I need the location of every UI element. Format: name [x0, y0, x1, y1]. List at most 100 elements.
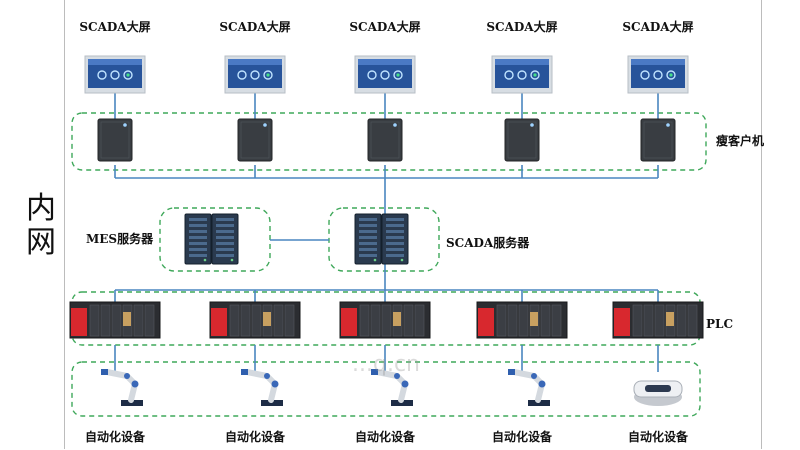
robot-arm-links: [244, 369, 278, 403]
device-label-5: 自动化设备: [627, 430, 688, 444]
thin-client-1: [97, 118, 133, 162]
robot-joint: [124, 373, 130, 379]
scada-screen-5: [627, 55, 689, 94]
screen-gauge-icon: [250, 70, 260, 80]
device-label-3: 自动化设备: [354, 430, 415, 444]
robot-joint: [538, 380, 546, 388]
drive-bay: [189, 236, 207, 239]
watermark: ...q.cn: [352, 352, 420, 377]
plc-io-module: [518, 304, 529, 337]
drive-bay: [216, 230, 234, 233]
plc-terminal: [123, 312, 131, 326]
scada-screen-3: [354, 55, 416, 94]
plc-io-module: [507, 304, 518, 337]
thin-client-grille: [507, 121, 537, 159]
screen-title-5: SCADA大屏: [622, 20, 694, 34]
power-led-icon: [263, 123, 267, 127]
plc-terminal: [530, 312, 538, 326]
thin-client-body: [640, 118, 676, 162]
plc-label: PLC: [706, 317, 734, 331]
screen-status-dot: [396, 73, 400, 77]
diagram-frame: [64, 0, 762, 449]
plc-power-module: [614, 308, 630, 336]
screen-gauge-icon: [666, 70, 676, 80]
drive-bay: [359, 242, 377, 245]
robot-arm-links: [511, 369, 545, 403]
drive-bay: [216, 248, 234, 251]
drive-bay: [359, 218, 377, 221]
plc-unit-2: [209, 301, 301, 339]
plc-io-module: [370, 304, 381, 337]
device-label-2: 自动化设备: [224, 430, 285, 444]
server-led-icon: [400, 258, 404, 262]
server-led-icon: [203, 258, 207, 262]
robot-joint: [264, 373, 270, 379]
power-led-icon: [123, 123, 127, 127]
device-label-1: 自动化设备: [84, 430, 145, 444]
plc-io-module: [403, 304, 414, 337]
robot-joint: [531, 373, 537, 379]
thin-client-body: [367, 118, 403, 162]
thin-client-body: [504, 118, 540, 162]
plc-io-module: [643, 304, 654, 337]
plc-unit-3: [339, 301, 431, 339]
drive-bay: [359, 254, 377, 257]
screen-status-dot: [126, 73, 130, 77]
thin-client-5: [640, 118, 676, 162]
power-led-icon: [666, 123, 670, 127]
thin-client-group-frame: [71, 112, 707, 171]
screen-header-bar: [228, 59, 282, 65]
plc-io-module: [687, 304, 698, 337]
robot-base: [121, 400, 143, 406]
thin-client-label: 瘦客户机: [716, 134, 765, 148]
screen-gauge-icon: [97, 70, 107, 80]
drive-bay: [216, 224, 234, 227]
mes-server-label: MES服务器: [86, 232, 154, 246]
drive-bay: [189, 218, 207, 221]
power-led-icon: [393, 123, 397, 127]
robot-gripper: [101, 369, 108, 375]
screen-header-bar: [495, 59, 549, 65]
plc-io-module: [273, 304, 284, 337]
drive-bay: [359, 230, 377, 233]
drive-bay: [189, 230, 207, 233]
screen-title-2: SCADA大屏: [219, 20, 291, 34]
plc-io-module: [496, 304, 507, 337]
plc-terminal: [666, 312, 674, 326]
plc-io-module: [632, 304, 643, 337]
drive-bay: [189, 242, 207, 245]
screen-title-1: SCADA大屏: [79, 20, 151, 34]
plc-io-module: [133, 304, 144, 337]
screen-status-dot: [533, 73, 537, 77]
robot-arm-device-2: [241, 369, 283, 406]
plc-io-module: [654, 304, 665, 337]
drive-bay: [386, 242, 404, 245]
robot-arm-device-4: [508, 369, 550, 406]
screen-gauge-icon: [530, 70, 540, 80]
drive-bay: [189, 224, 207, 227]
power-led-icon: [530, 123, 534, 127]
robot-joint: [131, 380, 139, 388]
plc-io-module: [229, 304, 240, 337]
screen-title-4: SCADA大屏: [486, 20, 558, 34]
screen-gauge-icon: [110, 70, 120, 80]
drive-bay: [189, 254, 207, 257]
plc-terminal: [263, 312, 271, 326]
agv-top-panel: [645, 385, 671, 392]
agv-device: [633, 380, 683, 406]
screen-gauge-icon: [237, 70, 247, 80]
plc-io-module: [284, 304, 295, 337]
drive-bay: [386, 254, 404, 257]
robot-arm-links: [104, 369, 138, 403]
scada-screen-2: [224, 55, 286, 94]
plc-unit-1: [69, 301, 161, 339]
device-label-4: 自动化设备: [491, 430, 552, 444]
thin-client-grille: [240, 121, 270, 159]
scada-screen-4: [491, 55, 553, 94]
server-rack-2: [354, 213, 409, 265]
thin-client-body: [97, 118, 133, 162]
thin-client-grille: [643, 121, 673, 159]
drive-bay: [386, 224, 404, 227]
screen-status-dot: [669, 73, 673, 77]
